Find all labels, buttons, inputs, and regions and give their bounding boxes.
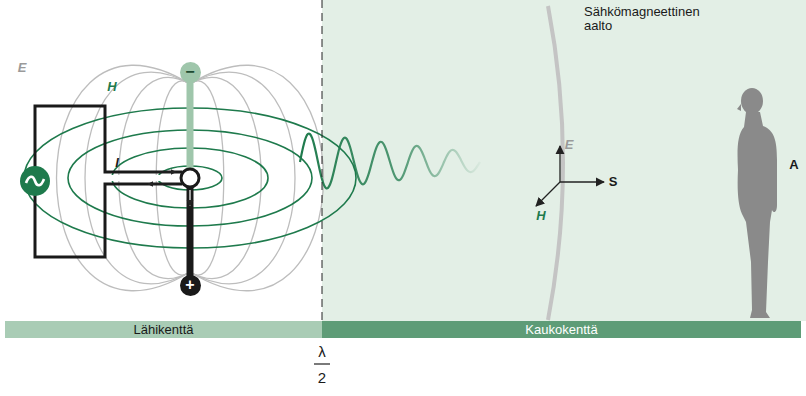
node-text: +	[185, 277, 194, 293]
node-text: Lähikenttä	[134, 323, 194, 336]
far-field-band: Kaukokenttä	[322, 321, 801, 338]
feed-wire	[35, 106, 182, 172]
negative-pole: −	[180, 62, 201, 83]
positive-pole: +	[180, 275, 201, 296]
wave-title: Sähkömagneettinen aalto	[584, 5, 719, 34]
feed-line-gap	[108, 175, 176, 181]
h-field-label: H	[107, 80, 116, 94]
s-vector-label: S	[609, 175, 618, 189]
ac-symbol	[26, 177, 44, 186]
h-vector-label: H	[536, 209, 545, 223]
fraction-bar	[314, 363, 330, 364]
boundary-line	[322, 0, 323, 320]
wavelength-symbol: λ	[318, 344, 326, 361]
node-text: −	[185, 64, 194, 80]
person-silhouette	[737, 88, 777, 318]
divisor: 2	[318, 370, 326, 387]
current-label: I	[115, 156, 119, 170]
ac-source	[20, 166, 50, 196]
feed-point	[181, 169, 199, 187]
feed-wire	[35, 184, 182, 257]
far-field-region	[322, 0, 806, 321]
lower-antenna-arm	[187, 184, 194, 278]
current-arrow	[189, 190, 190, 206]
near-field-band: Lähikenttä	[5, 321, 322, 338]
current-arrow	[150, 172, 176, 173]
wavefront	[548, 6, 563, 320]
upper-antenna-arm	[187, 80, 194, 172]
radiated-wave	[300, 134, 480, 189]
person-label: A	[789, 158, 798, 172]
e-vector-label: E	[565, 138, 574, 152]
node-text: Kaukokenttä	[525, 323, 597, 336]
e-field-label: E	[18, 61, 27, 75]
field-axes	[536, 146, 604, 206]
current-arrow	[148, 184, 176, 185]
